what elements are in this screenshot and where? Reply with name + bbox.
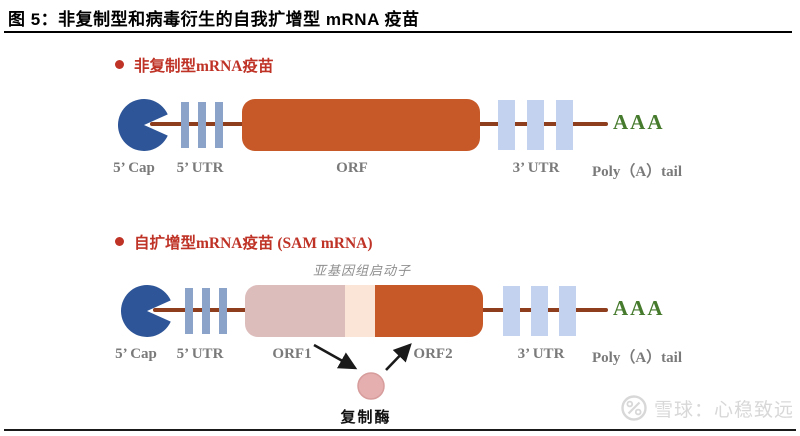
label-3utr-1: 3’ UTR bbox=[512, 160, 560, 176]
arrow-orf1-to-replicase bbox=[313, 343, 358, 370]
label-orf2: ORF2 bbox=[413, 346, 453, 362]
bottom-rule bbox=[4, 429, 796, 431]
bullet-icon bbox=[115, 237, 124, 246]
utr3-bar bbox=[498, 100, 515, 150]
replicase-arrows-graphic bbox=[313, 343, 412, 400]
label-5cap-1: 5’ Cap bbox=[113, 160, 155, 176]
five-prime-cap-shape-2 bbox=[121, 285, 171, 337]
utr5-bar bbox=[202, 288, 210, 334]
figure-title: 图 5：非复制型和病毒衍生的自我扩增型 mRNA 疫苗 bbox=[8, 10, 420, 29]
utr3-bar bbox=[531, 286, 548, 336]
poly-a-tail-text-1: AAA bbox=[613, 110, 665, 134]
subgenomic-promoter-label: 亚基因组启动子 bbox=[312, 263, 412, 278]
section2-header: 自扩增型mRNA疫苗 (SAM mRNA) bbox=[115, 231, 373, 253]
replicase-label: 复制酶 bbox=[340, 410, 392, 426]
watermark-text: 雪球：心稳致远 bbox=[653, 399, 794, 421]
label-orf1: ORF1 bbox=[272, 346, 312, 362]
section1-header: 非复制型mRNA疫苗 bbox=[115, 54, 274, 76]
utr5-bar bbox=[219, 288, 227, 334]
watermark: 雪球：心稳致远 bbox=[620, 394, 794, 422]
title-underline bbox=[4, 31, 792, 33]
label-5utr-1: 5’ UTR bbox=[176, 160, 224, 176]
orf-block bbox=[242, 99, 480, 151]
utr5-bar bbox=[181, 102, 189, 148]
utr3-bar bbox=[503, 286, 520, 336]
bullet-icon bbox=[115, 60, 124, 69]
orf2-block bbox=[375, 285, 483, 337]
five-prime-cap-shape-1 bbox=[118, 99, 168, 151]
label-5cap-2: 5’ Cap bbox=[115, 346, 157, 362]
label-polya-2: Poly（A）tail bbox=[592, 350, 682, 366]
utr5-bar bbox=[215, 102, 223, 148]
subgenomic-promoter-block bbox=[345, 285, 375, 337]
utr5-bar bbox=[185, 288, 193, 334]
utr3-bar bbox=[556, 100, 573, 150]
section1-header-label: 非复制型mRNA疫苗 bbox=[134, 58, 274, 75]
section2-header-label: 自扩增型mRNA疫苗 (SAM mRNA) bbox=[134, 235, 373, 252]
arrow-replicase-to-orf2 bbox=[385, 343, 412, 371]
label-polya-1: Poly（A）tail bbox=[592, 164, 682, 180]
utr5-bar bbox=[198, 102, 206, 148]
utr3-bar bbox=[527, 100, 544, 150]
label-5utr-2: 5’ UTR bbox=[176, 346, 224, 362]
orf1-block bbox=[245, 285, 345, 337]
label-3utr-2: 3’ UTR bbox=[517, 346, 565, 362]
utr3-bar bbox=[559, 286, 576, 336]
replicase-circle bbox=[357, 372, 385, 400]
poly-a-tail-text-2: AAA bbox=[613, 296, 665, 320]
snowball-logo-icon bbox=[621, 395, 647, 421]
label-orf: ORF bbox=[336, 160, 368, 176]
